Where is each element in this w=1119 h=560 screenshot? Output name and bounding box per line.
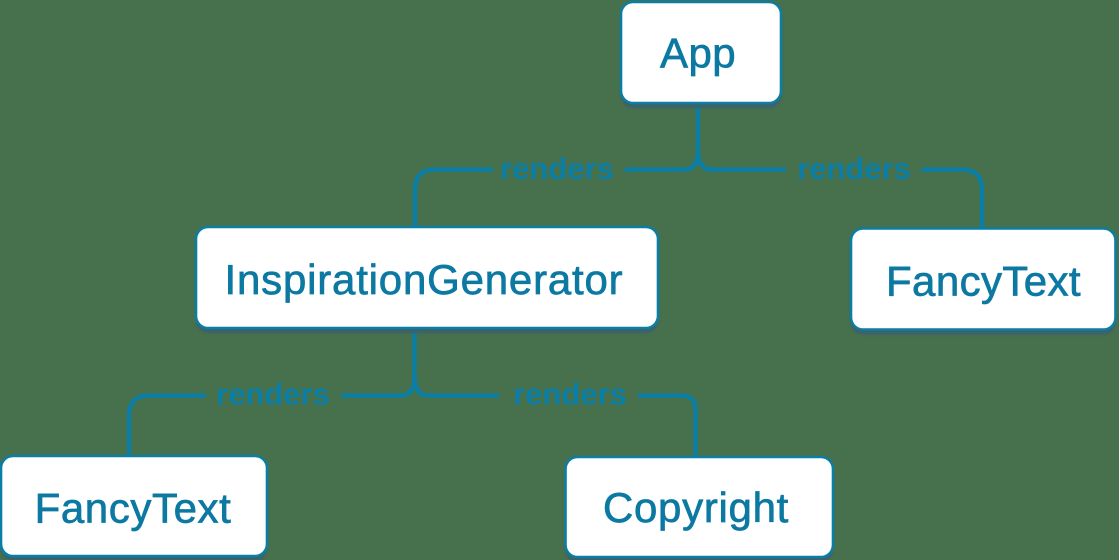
svg-text:renders: renders: [500, 151, 614, 186]
svg-text:renders: renders: [513, 376, 627, 411]
svg-text:Copyright: Copyright: [603, 484, 789, 531]
svg-text:FancyText: FancyText: [35, 484, 232, 531]
svg-text:renders: renders: [797, 151, 911, 186]
svg-text:App: App: [660, 29, 736, 76]
svg-text:InspirationGenerator: InspirationGenerator: [225, 256, 624, 303]
svg-text:FancyText: FancyText: [886, 257, 1081, 304]
svg-text:renders: renders: [216, 376, 330, 411]
